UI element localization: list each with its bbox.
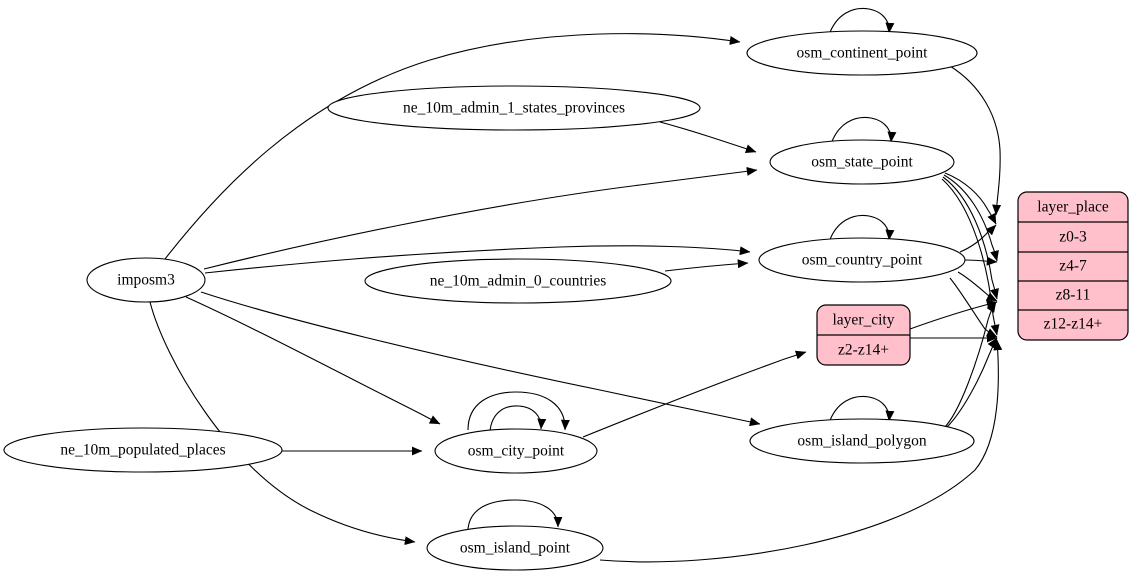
node-osm_city_point[interactable]: osm_city_point: [434, 428, 598, 474]
node-label: osm_country_point: [802, 252, 923, 269]
edge-imposm3-osm_country_point: [204, 245, 751, 274]
edge-imposm3-osm_continent_point: [164, 33, 741, 260]
node-osm_island_polygon[interactable]: osm_island_polygon: [749, 418, 975, 464]
edge-osm_country_point-layer_place_z0: [959, 224, 997, 253]
edge-osm_island_polygon-layer_place_z8: [943, 301, 997, 429]
edge-ne_10m_admin_0_countries-osm_country_point: [664, 259, 749, 272]
layer_city-zoom-range: z2-z14+: [838, 342, 889, 359]
edge-osm_state_point-layer_place_z0: [944, 172, 997, 225]
edge-osm_state_point-layer_place_z4: [943, 174, 999, 262]
node-osm_country_point[interactable]: osm_country_point: [758, 237, 966, 283]
node-imposm3[interactable]: imposm3: [86, 257, 206, 303]
edge-self-osm_state_point: [830, 116, 897, 145]
node-label: osm_island_point: [460, 540, 571, 557]
node-osm_continent_point[interactable]: osm_continent_point: [746, 30, 978, 76]
record-node-layer_city[interactable]: layer_city z2-z14+: [816, 304, 911, 366]
edge-osm_country_point-layer_place_z4: [964, 256, 998, 266]
record-node-layer_place[interactable]: layer_place z0-3 z4-7 z8-11 z12-z14+: [1017, 191, 1129, 341]
edge-self-osm_city_point-outer: [467, 391, 570, 431]
edge-ne_10m_admin_1_states_provinces-osm_state_point: [659, 121, 757, 154]
node-label: ne_10m_admin_0_countries: [430, 273, 607, 290]
node-ne_10m_populated_places[interactable]: ne_10m_populated_places: [3, 427, 283, 473]
layer_place-title: layer_place: [1037, 199, 1109, 216]
edge-layer: [149, 7, 1003, 563]
edge-self-osm_island_point: [467, 499, 563, 530]
edge-osm_country_point-layer_place_z8: [957, 271, 998, 302]
node-layer: imposm3 ne_10m_admin_1_states_provinces …: [3, 30, 978, 571]
layer_place-zoom-z0-3: z0-3: [1059, 229, 1087, 246]
edge-imposm3-osm_city_point: [185, 296, 441, 425]
layer_place-zoom-z8-11: z8-11: [1056, 287, 1091, 304]
edge-imposm3-osm_island_point: [149, 301, 416, 546]
node-ne_10m_admin_0_countries[interactable]: ne_10m_admin_0_countries: [364, 258, 672, 304]
layer_city-title: layer_city: [833, 312, 895, 329]
edge-self-osm_continent_point: [828, 7, 895, 36]
edge-osm_city_point-layer_city: [582, 350, 807, 438]
edge-layer_city-layer_place_z8: [909, 300, 998, 330]
edge-osm_island_point-layer_place_z12: [599, 339, 1003, 563]
edge-osm_country_point-layer_place_z12: [949, 277, 998, 338]
node-label: osm_island_polygon: [797, 433, 926, 450]
layer_place-zoom-z4-7: z4-7: [1059, 258, 1087, 275]
node-label: ne_10m_populated_places: [60, 442, 225, 459]
edge-self-osm_country_point: [828, 214, 895, 243]
layer_place-zoom-z12-z14: z12-z14+: [1044, 316, 1103, 333]
edge-self-osm_island_polygon: [828, 395, 895, 424]
node-label: osm_state_point: [811, 154, 913, 171]
edge-self-osm_city_point-inner: [489, 405, 547, 432]
node-label: osm_continent_point: [797, 45, 929, 62]
node-label: imposm3: [117, 272, 175, 289]
node-label: osm_city_point: [468, 443, 565, 460]
node-osm_state_point[interactable]: osm_state_point: [769, 139, 955, 185]
node-label: ne_10m_admin_1_states_provinces: [403, 100, 625, 117]
record-node-layer: layer_city z2-z14+ layer_place z0-3 z4-7…: [816, 191, 1129, 366]
edge-imposm3-osm_state_point: [203, 166, 758, 270]
edge-imposm3-osm_island_polygon: [200, 291, 761, 427]
node-osm_island_point[interactable]: osm_island_point: [426, 525, 604, 571]
node-ne_10m_admin_1_states_provinces[interactable]: ne_10m_admin_1_states_provinces: [327, 85, 701, 131]
edge-osm_continent_point-layer_place_z0: [949, 65, 1002, 216]
